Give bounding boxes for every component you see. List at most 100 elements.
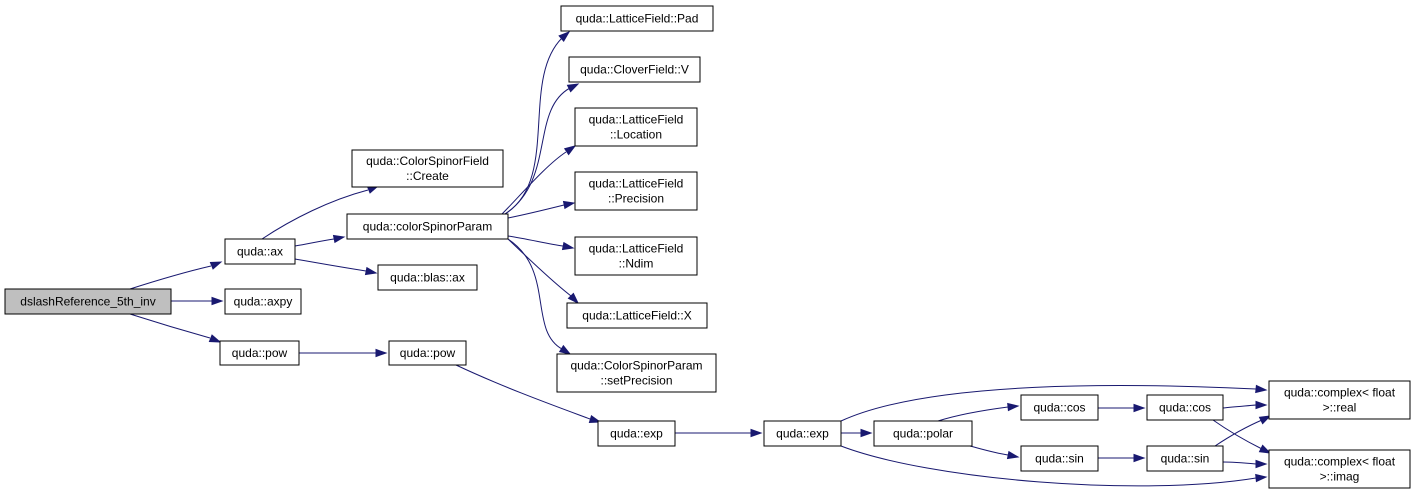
node-precision[interactable]: quda::LatticeField::Precision [574,171,698,211]
edge-line [840,445,1257,487]
node-label: ::setPrecision [600,374,672,388]
node-label: quda::pow [232,346,288,360]
node-quda-axpy[interactable]: quda::axpy [224,288,302,315]
node-sin1[interactable]: quda::sin [1020,445,1099,472]
node-box [873,420,973,447]
edge-quda-pow2-to-exp1 [455,364,602,424]
edge-colorSpinorParam-to-precision [507,200,576,219]
edge-sin2-to-imag [1222,459,1268,469]
arrowhead-icon [211,296,224,306]
edge-cos2-to-imag [1212,419,1272,454]
edge-exp1-to-exp2 [675,428,763,438]
edge-polar-to-cos1 [937,402,1020,422]
nodes-layer: dslashReference_5th_inv quda::axquda::axp… [4,5,1411,489]
node-label: quda::pow [400,346,456,360]
node-box [388,340,467,366]
node-box [224,288,302,315]
edge-line [504,37,563,215]
edge-root-to-quda-pow1 [129,313,222,343]
arrowhead-icon [1255,459,1268,469]
node-cos2[interactable]: quda::cos [1146,394,1224,421]
node-label: quda::LatticeField::Pad [576,12,699,26]
arrowhead-icon [558,31,571,43]
arrowhead-icon [563,145,577,156]
arrowhead-icon [364,266,378,276]
arrowhead-icon [1258,415,1272,425]
edge-exp2-to-real [840,384,1268,422]
node-clover-v[interactable]: quda::CloverField::V [568,56,701,83]
arrowhead-icon [1006,450,1020,460]
node-label: quda::cos [1159,401,1211,415]
edge-line [1214,419,1263,447]
node-exp1[interactable]: quda::exp [597,420,676,447]
arrowhead-icon [588,414,602,424]
node-label: quda::CloverField::V [580,63,689,77]
arrowhead-icon [567,292,580,305]
node-cos1[interactable]: quda::cos [1020,394,1099,421]
node-exp2[interactable]: quda::exp [763,420,842,447]
edge-exp2-to-imag [840,445,1268,487]
edge-cos1-to-cos2 [1098,403,1146,413]
node-colorSpinorParam[interactable]: quda::colorSpinorParam [346,213,509,240]
node-quda-pow1[interactable]: quda::pow [219,340,300,366]
node-setPrecision[interactable]: quda::ColorSpinorParam::setPrecision [556,353,717,393]
edge-root-to-quda-ax [129,261,223,290]
node-sin2[interactable]: quda::sin [1146,445,1224,472]
node-blas-ax[interactable]: quda::blas::ax [377,264,478,291]
node-location[interactable]: quda::LatticeField::Location [574,107,698,147]
node-label: quda::polar [893,427,953,441]
node-imag[interactable]: quda::complex< float>::imag [1268,449,1411,489]
edge-colorSpinorParam-to-lattice-x [507,238,580,305]
node-create[interactable]: quda::ColorSpinorField::Create [351,149,504,188]
node-ndim[interactable]: quda::LatticeField::Ndim [574,236,698,276]
node-box [377,264,478,291]
edge-quda-ax-to-blas-ax [294,258,378,276]
arrowhead-icon [1255,384,1268,394]
node-real[interactable]: quda::complex< float>::real [1268,380,1411,420]
node-box [560,5,714,32]
node-quda-pow2[interactable]: quda::pow [388,340,467,366]
edges-layer [129,31,1272,487]
edge-colorSpinorParam-to-pad [504,31,571,215]
node-box [556,353,717,393]
node-box [351,149,504,188]
node-label: quda::cos [1033,401,1085,415]
edge-line [507,235,564,247]
arrowhead-icon [1007,402,1020,412]
edge-line [261,189,369,240]
node-quda-ax[interactable]: quda::ax [224,238,296,265]
edge-line [507,204,565,219]
node-label: quda::ax [237,245,283,259]
node-label: quda::blas::ax [390,271,465,285]
edge-line [507,238,572,297]
arrowhead-icon [561,241,575,251]
node-box [1146,394,1224,421]
edge-line [129,313,211,339]
node-box [224,238,296,265]
node-box [566,302,708,329]
node-box [219,340,300,366]
node-root[interactable]: dslashReference_5th_inv [4,288,172,315]
edge-line [504,87,571,215]
node-label: quda::exp [776,427,829,441]
node-label: quda::axpy [234,295,293,309]
edge-polar-to-sin1 [969,445,1020,460]
edge-sin1-to-sin2 [1098,453,1146,463]
node-box [346,213,509,240]
node-lattice-x[interactable]: quda::LatticeField::X [566,302,708,329]
edge-sin2-to-real [1214,415,1272,447]
node-label: dslashReference_5th_inv [20,295,155,309]
edge-line [507,238,563,350]
edge-line [455,364,591,420]
node-pad[interactable]: quda::LatticeField::Pad [560,5,714,32]
node-label: quda::ColorSpinorField [366,154,489,168]
arrowhead-icon [1133,403,1146,413]
node-label: quda::LatticeField [589,242,684,256]
arrowhead-icon [375,348,388,358]
edge-colorSpinorParam-to-ndim [507,235,575,251]
node-polar[interactable]: quda::polar [873,420,973,447]
arrowhead-icon [860,428,873,438]
arrowhead-icon [1255,400,1268,410]
node-label: quda::LatticeField [589,113,684,127]
